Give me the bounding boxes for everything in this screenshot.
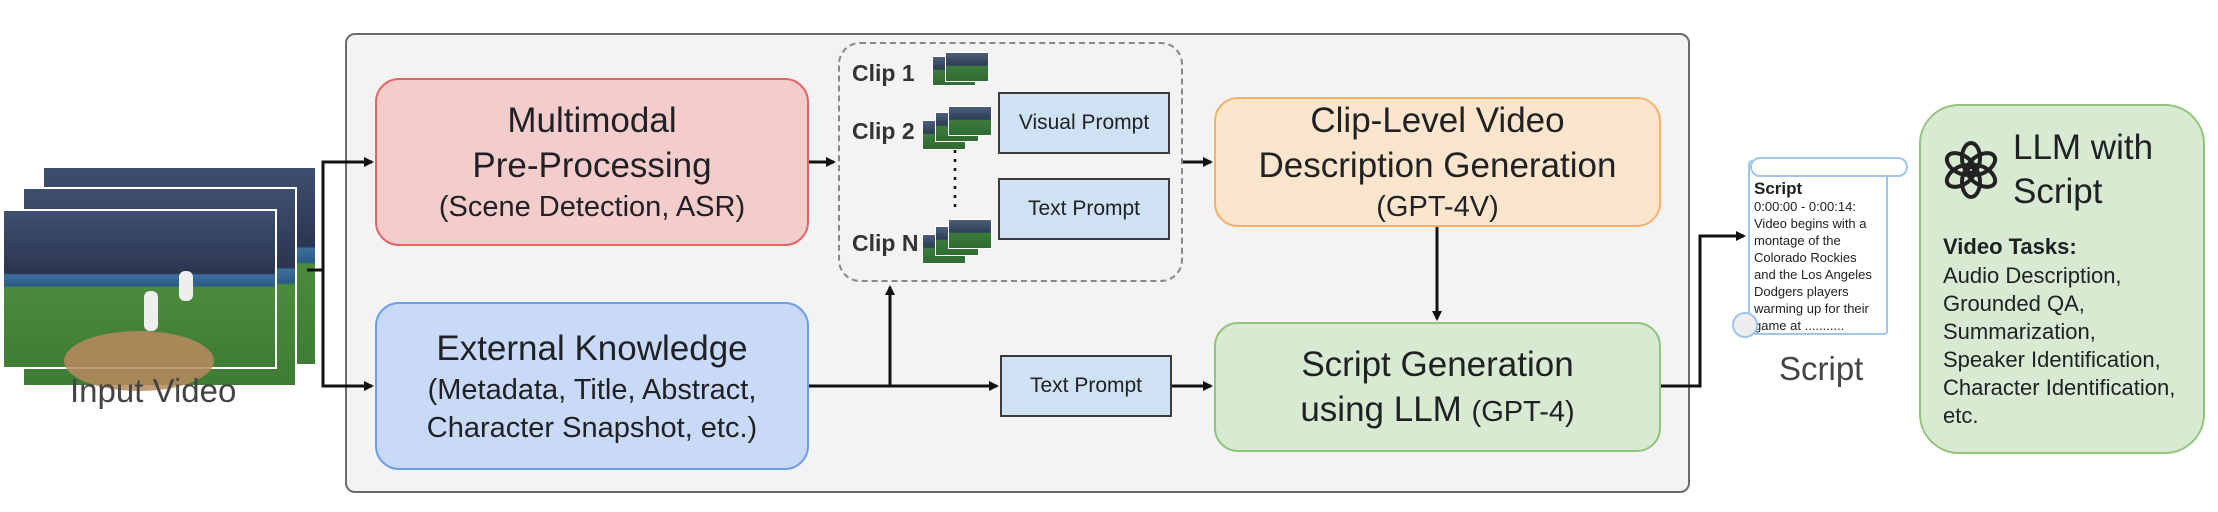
- clip-text-prompt-box: Text Prompt: [998, 178, 1170, 240]
- preprocessing-title-2: Pre-Processing: [472, 146, 712, 185]
- clip-description-title-2: Description Generation: [1258, 146, 1617, 185]
- script-generation-using-llm: using LLM: [1300, 390, 1462, 429]
- script-scroll-text: 0:00:00 - 0:00:14: Video begins with a mon…: [1754, 198, 1880, 334]
- knowledge-line-2: (Metadata, Title, Abstract,: [427, 373, 757, 406]
- script-line: game at ...........: [1754, 318, 1845, 333]
- preprocessing-box: Multimodal Pre-Processing (Scene Detecti…: [375, 78, 809, 246]
- video-task-item: Grounded QA,: [1943, 291, 2085, 316]
- video-task-item: etc.: [1943, 403, 1979, 428]
- video-tasks-title: Video Tasks:: [1943, 234, 2077, 259]
- text-prompt-box: Text Prompt: [1000, 355, 1172, 417]
- script-line: Dodgers players: [1754, 284, 1849, 299]
- clip-2-thumbnail-3: [948, 106, 992, 136]
- video-task-item: Character Identification,: [1943, 375, 2176, 400]
- script-label: Script: [1779, 350, 1864, 387]
- visual-prompt-box: Visual Prompt: [998, 92, 1170, 154]
- script-line: warming up for their: [1754, 301, 1869, 316]
- llm-title-1: LLM with: [2013, 128, 2154, 167]
- llm-box: LLM with Script Video Tasks: Audio Descr…: [1919, 104, 2205, 454]
- video-task-item: Audio Description,: [1943, 263, 2122, 288]
- video-task-item: Speaker Identification,: [1943, 347, 2161, 372]
- scroll-bottom-curl: [1732, 312, 1758, 338]
- clip-1-thumbnail-2: [945, 52, 989, 82]
- script-scroll-title: Script: [1754, 179, 1803, 198]
- knowledge-box: External Knowledge (Metadata, Title, Abs…: [375, 302, 809, 470]
- clip-1-label: Clip 1: [852, 60, 915, 86]
- knowledge-line-3: Character Snapshot, etc.): [426, 411, 758, 444]
- script-line: and the Los Angeles: [1754, 267, 1872, 282]
- knowledge-title: External Knowledge: [436, 328, 748, 368]
- script-line: Colorado Rockies: [1754, 250, 1857, 265]
- video-frame-front: [2, 209, 277, 391]
- clip-n-label: Clip N: [852, 230, 919, 256]
- script-generation-line-2: using LLM (GPT-4): [1300, 387, 1574, 432]
- clip-description-title-1: Clip-Level Video: [1310, 101, 1565, 140]
- clip-2-label: Clip 2: [852, 118, 915, 144]
- openai-logo-icon: [1944, 141, 1998, 199]
- llm-title-2: Script: [2013, 172, 2103, 211]
- script-generation-title: Script Generation: [1301, 345, 1574, 384]
- script-line: 0:00:00 - 0:00:14:: [1754, 199, 1856, 214]
- script-generation-model: (GPT-4): [1471, 396, 1575, 428]
- video-tasks-list: Audio Description, Grounded QA, Summarizat…: [1943, 262, 2175, 430]
- script-line: Video begins with a: [1754, 216, 1867, 231]
- input-video-label: Input Video: [70, 372, 237, 409]
- clip-description-model: (GPT-4V): [1376, 191, 1499, 223]
- video-task-item: Summarization,: [1943, 319, 2096, 344]
- clips-container: [838, 42, 1183, 282]
- preprocessing-subtitle: (Scene Detection, ASR): [438, 191, 746, 223]
- preprocessing-title-1: Multimodal: [507, 101, 677, 140]
- script-generation-box: Script Generation using LLM (GPT-4): [1214, 322, 1661, 452]
- scroll-top-roll: [1750, 157, 1908, 177]
- script-line: montage of the: [1754, 233, 1841, 248]
- clip-n-thumbnail-3: [948, 219, 992, 249]
- clip-description-box: Clip-Level Video Description Generation …: [1214, 97, 1661, 227]
- script-scroll: Script 0:00:00 - 0:00:14: Video begins wi…: [1748, 160, 1888, 335]
